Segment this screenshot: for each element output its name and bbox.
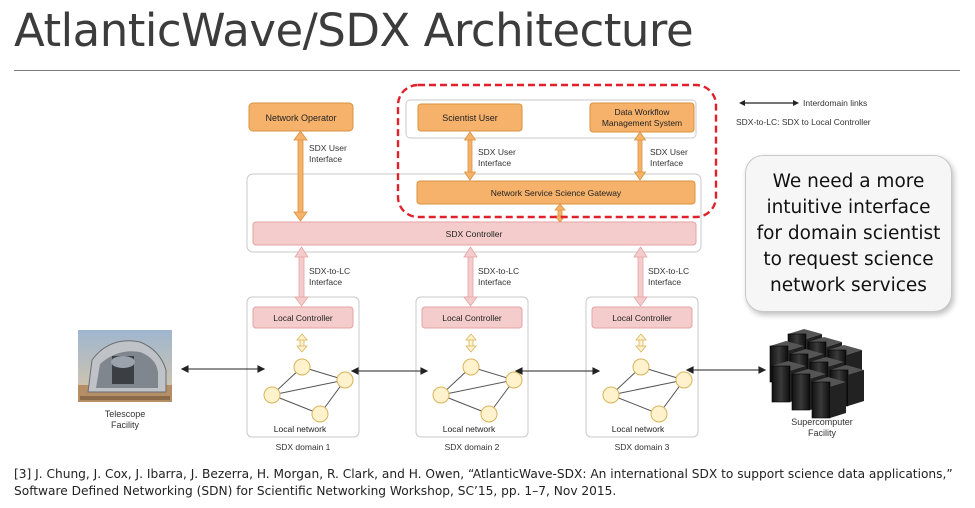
workflow-arrow xyxy=(633,131,647,181)
supercomputer-label-line2: Facility xyxy=(807,428,836,438)
data-workflow-label-2: Management System xyxy=(602,118,682,128)
scientist-user-box xyxy=(417,103,523,132)
operator-interface-label-2: Interface xyxy=(309,154,342,164)
scientist-interface-label-2: Interface xyxy=(478,158,511,168)
scientist-user-label: Scientist User xyxy=(442,113,498,123)
scientist-interface-label-1: SDX User xyxy=(478,147,516,157)
sdx-lc-arrow-1 xyxy=(294,246,309,307)
network-node xyxy=(263,386,281,404)
gateway-box xyxy=(416,180,696,205)
callout-box: We need a more intuitive interface for d… xyxy=(745,155,952,312)
local-network-label-3: Local network xyxy=(612,424,665,434)
network-operator-arrow xyxy=(293,130,308,222)
gateway-label: Network Service Science Gateway xyxy=(491,188,622,198)
network-node xyxy=(480,405,498,423)
network-operator-box xyxy=(248,102,354,132)
supercomputer-image xyxy=(769,329,864,419)
server-rack xyxy=(791,373,811,411)
sdx-lc-label-1a: SDX-to-LC xyxy=(309,266,350,276)
network-link xyxy=(271,394,321,415)
sdx-controller-box xyxy=(252,221,697,246)
reference-line1: [3] J. Chung, J. Cox, J. Ibarra, J. Beze… xyxy=(14,467,953,481)
operator-interface-label-1: SDX User xyxy=(309,143,347,153)
local-controller-label-2: Local Controller xyxy=(442,313,502,323)
network-link xyxy=(271,379,346,396)
network-node xyxy=(311,405,329,423)
network-link xyxy=(440,394,490,415)
scientist-arrow xyxy=(463,131,477,181)
page-title: AtlanticWave/SDX Architecture xyxy=(14,4,694,57)
network-node xyxy=(505,371,523,389)
local-network-label-1: Local network xyxy=(274,424,327,434)
server-rack-side xyxy=(848,370,864,406)
legend-sdx-lc-label: SDX-to-LC: SDX to Local Controller xyxy=(736,117,871,127)
telescope-image xyxy=(78,330,172,402)
sdx-lc-label-3a: SDX-to-LC xyxy=(648,266,689,276)
workflow-interface-label-1: SDX User xyxy=(650,147,688,157)
network-node xyxy=(632,358,650,376)
data-workflow-label-1: Data Workflow xyxy=(614,107,670,117)
lc-network-arrow-1 xyxy=(296,333,308,353)
callout-text: We need a more intuitive interface for d… xyxy=(756,170,941,296)
reference-line2: Software Defined Networking (SDN) for Sc… xyxy=(14,484,617,498)
sdx-lc-arrow-3 xyxy=(633,246,648,307)
workflow-interface-label-2: Interface xyxy=(650,158,683,168)
sdx-lc-arrow-2 xyxy=(463,246,478,307)
domain-label-1: SDX domain 1 xyxy=(276,442,331,452)
interdomain-links xyxy=(180,365,767,375)
server-rack xyxy=(811,381,831,419)
gateway-highlight xyxy=(396,83,718,219)
local-controller-label-1: Local Controller xyxy=(273,313,333,323)
network-node xyxy=(432,386,450,404)
domain-label-2: SDX domain 2 xyxy=(445,442,500,452)
supercomputer-label-line1: Supercomputer xyxy=(791,417,853,427)
local-network-graph-3 xyxy=(602,358,693,423)
network-link xyxy=(440,379,515,396)
data-workflow-box xyxy=(589,102,695,133)
telescope-label: Telescope Facility xyxy=(100,409,150,431)
lc-network-arrow-3 xyxy=(635,333,647,353)
network-node xyxy=(462,358,480,376)
local-network-label-2: Local network xyxy=(443,424,496,434)
domain-label-3: SDX domain 3 xyxy=(615,442,670,452)
network-node xyxy=(602,386,620,404)
sdx-controller-label: SDX Controller xyxy=(446,229,503,239)
telescope-label-line1: Telescope xyxy=(104,409,146,419)
legend-interdomain-label: Interdomain links xyxy=(803,98,867,108)
title-divider xyxy=(14,70,960,71)
server-rack xyxy=(771,365,791,403)
legend: Interdomain links SDX-to-LC: SDX to Loca… xyxy=(736,98,871,127)
network-node xyxy=(336,371,354,389)
sdx-lc-label-2b: Interface xyxy=(478,277,511,287)
supercomputer-label: Supercomputer Facility xyxy=(783,417,861,439)
telescope-label-line2: Facility xyxy=(110,420,139,430)
sdx-lc-label-3b: Interface xyxy=(648,277,681,287)
network-node xyxy=(293,358,311,376)
network-link xyxy=(610,379,685,396)
local-network-graph-1 xyxy=(263,358,354,423)
sdx-lc-label-1b: Interface xyxy=(309,277,342,287)
sdx-lc-label-2a: SDX-to-LC xyxy=(478,266,519,276)
local-network-graph-2 xyxy=(432,358,523,423)
network-operator-label: Network Operator xyxy=(265,113,336,123)
server-rack-side xyxy=(830,382,846,418)
reference: [3] J. Chung, J. Cox, J. Ibarra, J. Beze… xyxy=(14,466,964,500)
lc-network-arrow-2 xyxy=(465,333,477,353)
network-link xyxy=(610,394,660,415)
network-node xyxy=(650,405,668,423)
local-controller-label-3: Local Controller xyxy=(612,313,672,323)
network-node xyxy=(675,371,693,389)
